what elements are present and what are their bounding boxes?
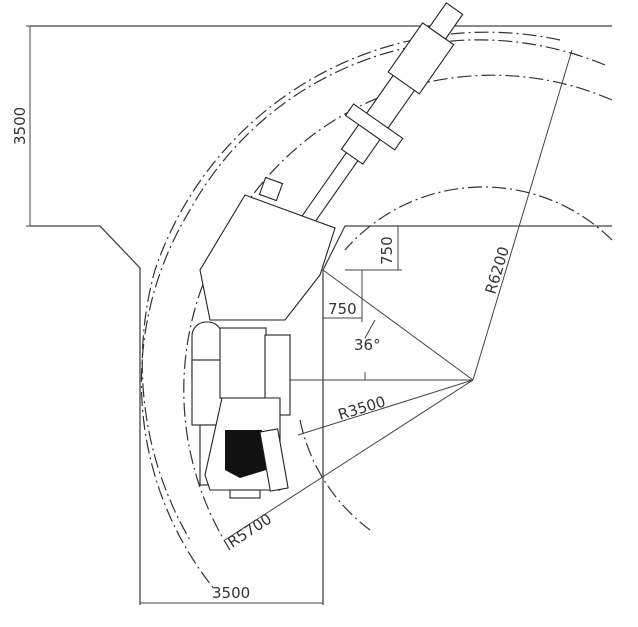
radius-label-inner: R3500 [336, 392, 388, 423]
tunnel-wall-right [322, 225, 612, 605]
angle-label: 36° [354, 336, 381, 354]
dim-line-corner-v [345, 226, 402, 271]
dim-label-corner-h: 750 [328, 300, 357, 318]
tunnel-wall-left [30, 25, 612, 605]
dim-label-bottom: 3500 [212, 584, 250, 602]
radius-lines [224, 49, 573, 541]
radius-label-outer: R6200 [482, 244, 513, 296]
dim-label-left: 3500 [11, 107, 29, 145]
dim-line-corner-h [322, 270, 363, 322]
radius-label-mid: R5700 [224, 510, 275, 552]
engine-block [225, 430, 266, 478]
dim-label-corner-v: 750 [378, 236, 396, 265]
drill-rig [191, 2, 464, 499]
dim-line-left [26, 25, 34, 227]
